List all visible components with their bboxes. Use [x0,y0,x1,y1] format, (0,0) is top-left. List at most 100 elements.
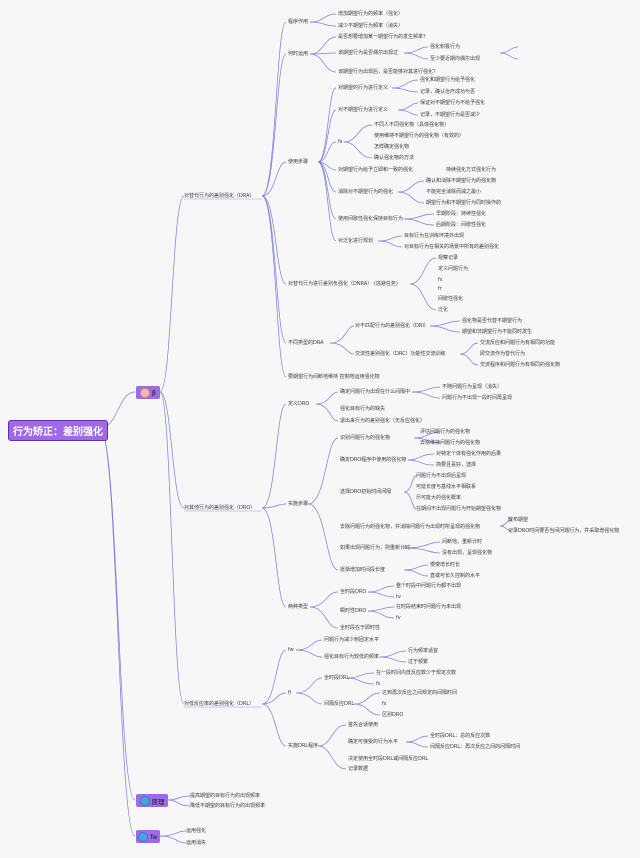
connector-l3-l4 [403,218,435,226]
node-dro-types: 两种类型 [288,603,308,610]
connector-l3-l4 [353,692,381,705]
node-l5: 强化积极行为 [430,43,460,50]
node-l3: 决定使用全时段DRL或间隔反应DRL [348,755,428,762]
node-l4: 直或可长久控制的水平 [430,572,480,579]
hub-fw-label: fw [150,832,158,841]
node-l3: 定义问题行为 [438,265,468,272]
node-l4: fv [396,615,401,621]
node-l3: 确定问题行为出现在什么间隔中 [340,388,410,395]
node-l4: 交流程序和问题行为有相同的强化物 [480,361,560,368]
node-l4: fs [376,681,381,687]
connector-l3-l4 [411,391,441,399]
node-l3: 全时段DRL [324,674,349,681]
node-l3: 强化目标行为较低的频率 [324,653,379,660]
connector-l3-l4 [403,569,429,577]
connector-l3-l4 [403,564,429,571]
hub-yuanli-label: 原理 [151,797,165,806]
connector-root-hub-2 [99,427,136,801]
node-l4: 整个时段中问题行为都不出现 [396,582,461,589]
blue-globe-icon [139,795,150,806]
node-l4: 达到再次反应之间规定的间隔时间 [382,689,457,696]
connector-l2-l3 [309,606,339,629]
node-drl-fw: fw [288,647,294,653]
connector-dra-l2 [261,161,287,197]
node-l4: 慢慢增长时长 [430,561,460,568]
node-dra: 对替代行为的差别强化（DRA） [184,192,255,199]
connector-dra-l2 [261,195,287,378]
connector-l4-l5 [499,52,519,60]
node-steps: 使用步骤 [288,158,308,165]
connector-l3-l4 [397,102,419,111]
node-l4: 在一段时间内低反应数少于规定次数 [376,669,456,676]
node-l5: 至少要近期内偶尔出现 [430,55,480,62]
connector-l3-l4 [397,109,419,116]
connector-l3-l4 [429,325,461,333]
node-l3: 确定可接受的行为水平 [348,738,398,745]
connector-l2-l3 [309,52,337,55]
node-l3: 退出来行为的差别强化（无反应强化） [340,417,425,424]
connector-dra-l2 [261,195,287,285]
node-l3: 瞬时性DRO [340,607,366,614]
node-l4: 即交流作为替代行为 [480,350,525,357]
node-l5: 散布期望 [508,516,528,523]
connector-root-hub-3 [99,427,136,837]
node-program-effect: 程序作用 [288,18,308,25]
connector-dra-l2 [261,21,287,197]
node-l4: 交流反应和问题行为有相同的功能 [480,339,555,346]
node-l3: 对期望行为给予立即和一致的强化 [338,166,413,173]
node-l5: 记录DRO时间要否当间问题行为，并采取增强化物 [508,527,619,534]
connector-l2-l3 [317,724,347,747]
node-l3: 使用间歇性强化保持目标行为 [338,215,403,222]
connector-l3-l4 [403,46,429,54]
node-l3: 对不期望行为进行定义 [338,106,388,113]
connector-l3-l4 [407,459,435,466]
connector-l3-l4 [353,703,381,716]
connector-hub-dra [159,195,185,393]
connector-l3-l4 [411,386,441,393]
node-l4: 在时段结束时问题行为未出现 [396,603,461,610]
node-l4: 确认强化物的方法 [374,154,414,161]
node-l3: 该期望行为是否偶尔出现过 [338,49,398,56]
connector-l4-l5 [499,525,513,532]
connector-l3-l4 [459,353,479,366]
connector-l3-l4 [347,677,375,685]
connector-drl-l2 [261,649,287,705]
connector-l2-l3 [317,141,337,163]
connector-l3-l4 [403,547,441,554]
node-l3: 选择DRO初始时间间隔 [340,488,391,495]
connector-l2-l3 [295,639,323,651]
connector-l3-l4 [403,52,429,60]
connector-l3-l4 [403,213,435,220]
node-dra-types: 不同类型的DRA [288,339,324,346]
node-l4: 使用维持不期望行为的强化物（有效的） [374,132,464,139]
node-l4: 持续强化方式强化行为 [446,166,496,173]
node-l3: 对泛化进行规划 [338,237,373,244]
node-l4: tv [396,594,401,600]
connector-l3-l4 [343,141,373,159]
node-l4: 简要且喜好，选择 [436,461,476,468]
node-maintain: 要期望行为间断地维持 控制地运用强化物 [288,373,380,380]
node-l4: 期望和非期望行为不能同时发生 [462,328,532,335]
node-l3: fr [438,286,443,292]
connector-l2-l3 [309,13,337,23]
node-l4: 在期间不出现问题行为开始期望强化物 [416,505,501,512]
connector-l2-l3 [309,591,339,608]
connector-hub-drl [159,391,185,705]
connector-l2-l3 [317,109,337,163]
connector-l3-l4 [403,475,417,493]
node-l4: 问题行为不出现后呈现 [416,472,466,479]
connector-l2-l3 [317,87,337,163]
node-dnra: 对替代行为进行差别负强化（DNRA） (逃避任务) [288,280,398,287]
connector-l3-l4 [459,342,479,355]
hub-yuanli: 原理 [136,794,168,807]
node-l3: 强化目标行为的缺失 [340,405,385,412]
connector-l3-l4 [343,124,373,143]
node-l4: 记录，确认治疗成功与否 [420,88,475,95]
node-l3: fs [438,277,443,283]
node-l3: 逐渐增加时间段长度 [340,566,385,573]
connector-l2-l3 [409,283,437,311]
node-l4: 保证对不期望行为不给予强化 [420,99,485,106]
node-l3: 对期望的行为进行定义 [338,84,388,91]
connector-l3-l4 [377,235,403,242]
hub-beta-label: β [151,388,157,397]
